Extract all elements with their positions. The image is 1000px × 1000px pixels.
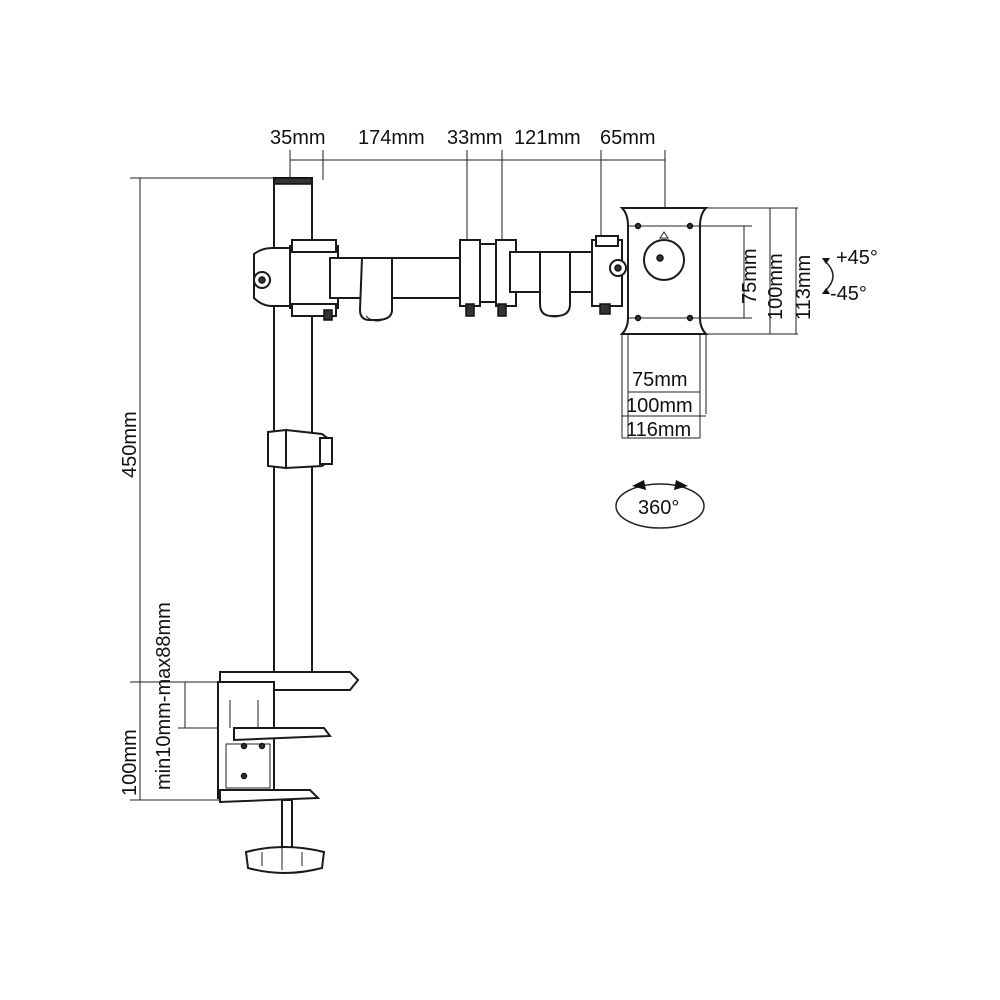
dim-174mm: 174mm xyxy=(358,127,425,149)
dim-65mm: 65mm xyxy=(600,127,656,149)
vesa-horizontal-dimension-lines xyxy=(621,334,707,439)
vesa-plate xyxy=(619,207,709,335)
rotation-label: 360° xyxy=(638,497,679,519)
middle-joint xyxy=(459,239,517,317)
dim-vesa-100mm-vertical: 100mm xyxy=(765,253,787,320)
dim-33mm: 33mm xyxy=(447,127,503,149)
pole-arm-joint xyxy=(253,239,339,321)
dim-vesa-75mm-horizontal: 75mm xyxy=(632,369,688,391)
dim-vesa-113mm-vertical: 113mm xyxy=(793,255,815,320)
dim-vesa-116mm-horizontal: 116mm xyxy=(626,419,691,441)
pole-collar xyxy=(267,428,333,470)
dim-121mm: 121mm xyxy=(514,127,581,149)
second-arm xyxy=(509,251,605,318)
dim-450mm: 450mm xyxy=(119,411,141,478)
vesa-vertical-dimension-lines xyxy=(700,207,798,335)
tilt-up-label: +45° xyxy=(836,247,878,269)
dim-clamp-100mm: 100mm xyxy=(119,729,141,796)
dim-vesa-75mm-vertical: 75mm xyxy=(739,248,761,304)
desk-clamp xyxy=(217,671,360,874)
tilt-down-label: -45° xyxy=(830,283,867,305)
rotation-ellipse-icon xyxy=(615,480,705,529)
dim-vesa-100mm-horizontal: 100mm xyxy=(626,395,693,417)
dim-clamp-range: min10mm-max88mm xyxy=(153,602,175,790)
tilt-arrow-icon xyxy=(822,258,834,294)
first-arm xyxy=(329,257,471,322)
top-dimension-lines xyxy=(289,150,666,240)
dim-35mm: 35mm xyxy=(270,127,326,149)
head-joint xyxy=(591,235,627,315)
